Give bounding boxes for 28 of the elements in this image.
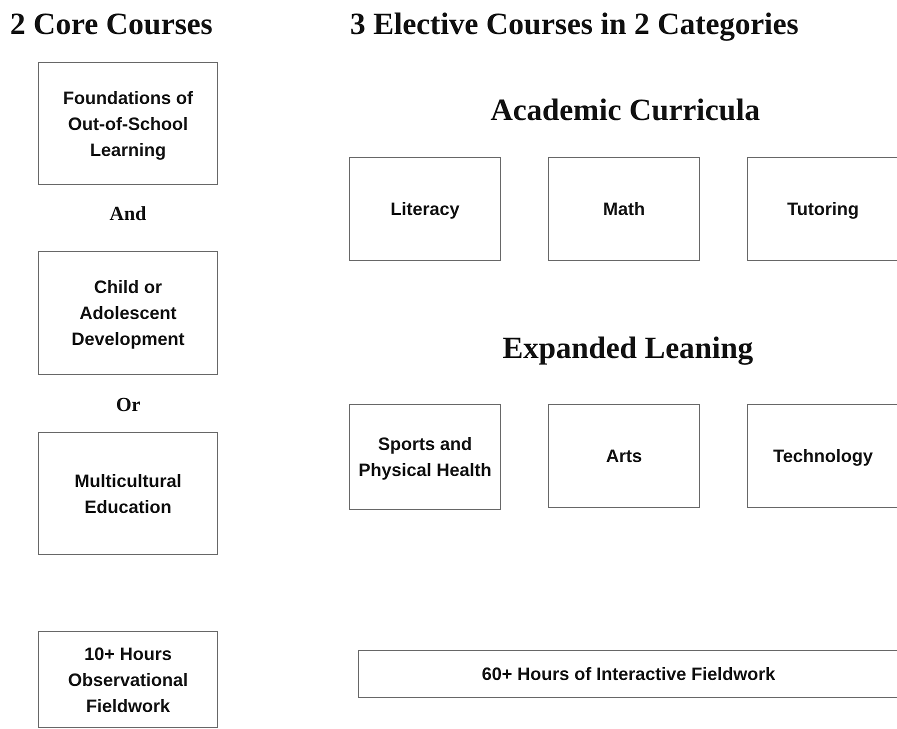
course-name: Child or Adolescent Development <box>70 276 186 351</box>
category-heading: Expanded Leaning <box>502 330 754 366</box>
course-name: 10+ Hours Observational Fieldwork <box>66 642 190 718</box>
connector-word: Or <box>116 394 140 417</box>
course-name: Technology <box>772 445 874 468</box>
course-name: Arts <box>604 445 643 468</box>
course-name: Math <box>602 198 646 221</box>
course-name: Tutoring <box>786 198 860 221</box>
course-box <box>358 650 897 698</box>
course-box <box>349 404 501 510</box>
section-heading: 3 Elective Courses in 2 Categories <box>350 6 799 42</box>
course-box <box>38 62 218 185</box>
course-name: Multicultural Education <box>74 470 182 518</box>
course-box <box>38 432 218 555</box>
course-box <box>349 157 501 261</box>
course-name: Literacy <box>389 198 461 221</box>
course-box <box>38 631 218 728</box>
course-name: 60+ Hours of Interactive Fieldwork <box>480 663 776 686</box>
course-box <box>747 404 897 508</box>
section-heading: 2 Core Courses <box>10 6 213 42</box>
category-heading: Academic Curricula <box>490 92 760 128</box>
course-name: Foundations of Out-of-School Learning <box>62 86 194 162</box>
course-box <box>548 404 700 508</box>
course-box <box>38 251 218 375</box>
connector-word: And <box>110 203 146 226</box>
course-box <box>548 157 700 261</box>
course-name: Sports and Physical Health <box>357 433 493 482</box>
course-box <box>747 157 897 261</box>
